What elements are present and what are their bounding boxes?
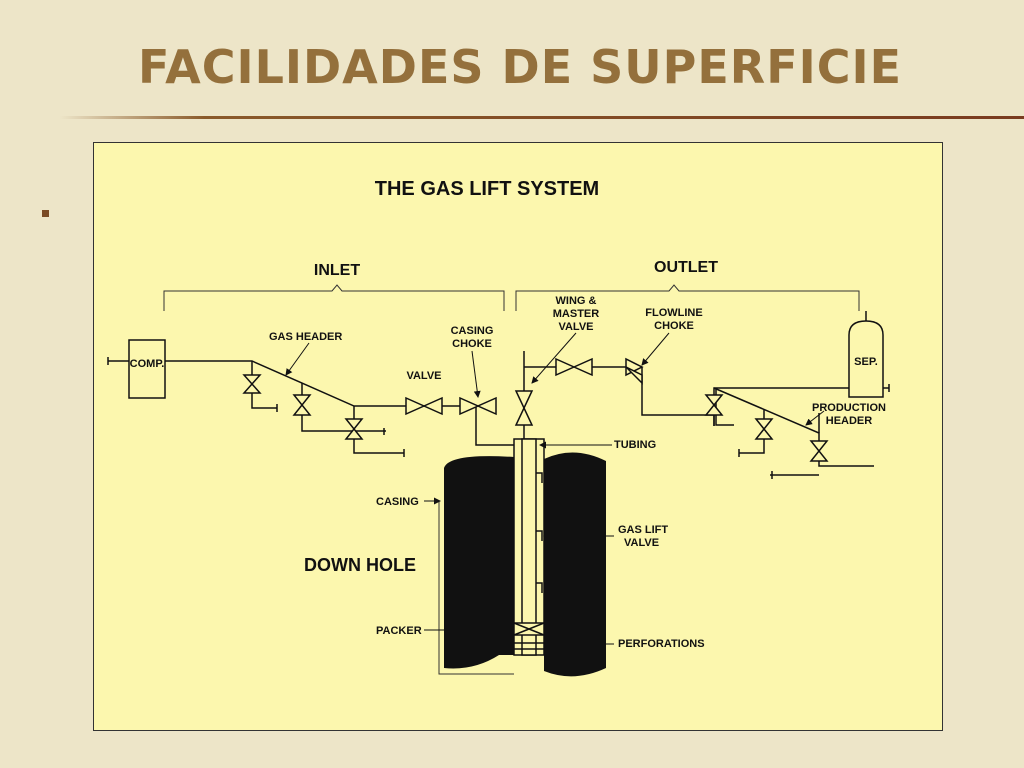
title-divider [60,116,1024,119]
gas-lift-valve-label-1: GAS LIFT [618,524,668,536]
formation-right [536,452,606,677]
casing-brace [438,501,514,675]
production-header-label-2: HEADER [826,415,873,427]
header-valves [242,374,364,440]
production-header-valves [704,394,829,462]
tubing-string [521,438,537,656]
valve-label: VALVE [406,370,441,382]
down-hole-label: DOWN HOLE [304,555,416,575]
outlet-label: OUTLET [654,259,718,276]
gas-header-label: GAS HEADER [269,331,342,343]
packer [513,622,545,636]
production-header-label-1: PRODUCTION [812,402,886,414]
casing-choke-label-2: CHOKE [452,338,492,350]
gas-lift-valve-label-2: VALVE [624,537,659,549]
inlet-brace [163,284,505,311]
outlet-brace [515,284,860,311]
casing-choke [459,396,497,416]
compressor-label: COMP. [130,358,165,370]
diagram-panel: THE GAS LIFT SYSTEM INLET OUTLET COMP. G… [93,142,943,731]
flowline-choke [625,357,644,385]
master-valve [514,390,534,426]
wing-valve-label-3: VALVE [558,321,593,333]
slide-title: FACILIDADES DE SUPERFICIE [137,40,903,94]
casing-label: CASING [376,496,419,508]
casing-choke-label-1: CASING [451,325,494,337]
inlet-valve [405,396,443,416]
formation-left [444,456,514,669]
inlet-label: INLET [314,262,360,279]
flowline-choke-label-2: CHOKE [654,320,694,332]
flowline-choke-label-1: FLOWLINE [645,307,702,319]
packer-label: PACKER [376,625,422,637]
diagram-title: THE GAS LIFT SYSTEM [375,178,599,200]
separator-label: SEP. [854,356,878,368]
perforations-label: PERFORATIONS [618,638,705,650]
wing-valve-label-1: WING & [556,295,597,307]
bullet-marker [42,210,49,217]
compressor-box [128,339,166,399]
perforations [514,642,544,650]
tubing-label: TUBING [614,439,656,451]
wing-valve-label-2: MASTER [553,308,600,320]
gas-lift-valves [536,472,543,593]
gas-lift-diagram: THE GAS LIFT SYSTEM INLET OUTLET COMP. G… [107,178,890,677]
separator-vessel [848,311,884,398]
wing-valve [555,357,593,377]
